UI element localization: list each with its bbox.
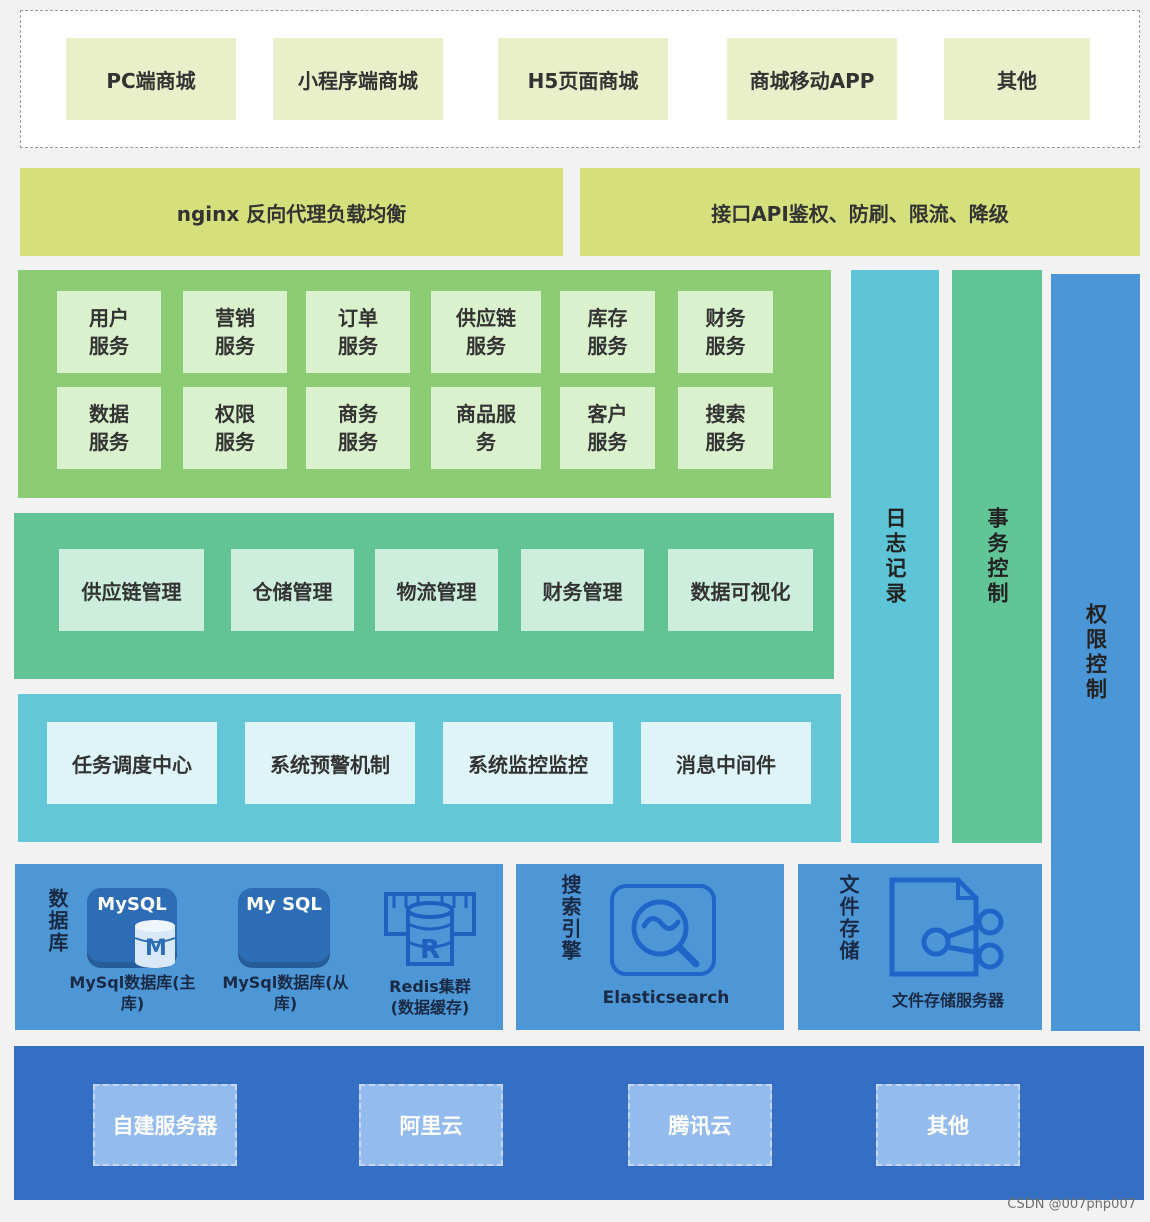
service-finance: 财务服务 bbox=[678, 291, 773, 373]
mysql-master-caption-line2: 库) bbox=[120, 994, 145, 1013]
service-label-line2: 服务 bbox=[338, 334, 378, 358]
log-record-label: 日志记录 bbox=[883, 506, 907, 607]
database-panel: 数据库 MySQL M MySql数据库(主 库) My SQL MySql数据… bbox=[15, 864, 503, 1030]
service-label-line2: 服务 bbox=[215, 430, 255, 454]
service-label-line2: 务 bbox=[476, 430, 496, 454]
api-gateway: 接口API鉴权、防刷、限流、降级 bbox=[580, 168, 1140, 256]
permission-control-label: 权限控制 bbox=[1083, 602, 1108, 703]
client-mobile-app: 商城移动APP bbox=[727, 38, 897, 120]
service-supply-chain: 供应链服务 bbox=[431, 291, 541, 373]
service-user: 用户服务 bbox=[57, 291, 161, 373]
mysql-master-caption: MySql数据库(主 库) bbox=[60, 972, 205, 1014]
infra-message-queue: 消息中间件 bbox=[641, 722, 811, 804]
mgmt-logistics: 物流管理 bbox=[375, 549, 498, 631]
mysql-master-badge: M bbox=[145, 936, 167, 961]
transaction-control-label: 事务控制 bbox=[985, 506, 1009, 607]
service-order: 订单服务 bbox=[306, 291, 410, 373]
mysql-slave-caption: MySql数据库(从 库) bbox=[213, 972, 358, 1014]
service-label-line1: 供应链 bbox=[456, 306, 516, 330]
service-label-line2: 服务 bbox=[215, 334, 255, 358]
service-label-line1: 商品服 bbox=[456, 402, 516, 426]
search-engine-label: 搜索引擎 bbox=[558, 874, 582, 962]
file-storage-panel: 文件存储 文件存储服务器 bbox=[798, 864, 1042, 1030]
service-label-line2: 服务 bbox=[705, 334, 746, 358]
service-label-line2: 服务 bbox=[587, 334, 628, 358]
hosting-other: 其他 bbox=[876, 1084, 1020, 1166]
hosting-aliyun: 阿里云 bbox=[359, 1084, 503, 1166]
search-engine-panel: 搜索引擎 Elasticsearch bbox=[516, 864, 784, 1030]
service-label-line1: 客户 bbox=[587, 402, 628, 426]
service-product: 商品服务 bbox=[431, 387, 541, 469]
service-customer: 客户服务 bbox=[560, 387, 655, 469]
client-pc-mall: PC端商城 bbox=[66, 38, 236, 120]
mgmt-supply-chain: 供应链管理 bbox=[59, 549, 204, 631]
file-storage-label: 文件存储 bbox=[836, 874, 860, 962]
service-label-line1: 数据 bbox=[89, 402, 129, 426]
service-permission: 权限服务 bbox=[183, 387, 287, 469]
database-cylinder-icon bbox=[134, 920, 176, 968]
redis-icon: R bbox=[384, 892, 476, 966]
mysql-master-logo: MySQL bbox=[97, 894, 167, 915]
service-label-line1: 财务 bbox=[705, 306, 746, 330]
service-label-line2: 服务 bbox=[587, 430, 628, 454]
service-label-line1: 订单 bbox=[338, 306, 378, 330]
log-record-bar: 日志记录 bbox=[851, 270, 939, 843]
elasticsearch-icon bbox=[610, 884, 716, 976]
service-inventory: 库存服务 bbox=[560, 291, 655, 373]
mysql-master-caption-line1: MySql数据库(主 bbox=[69, 973, 196, 992]
file-storage-caption: 文件存储服务器 bbox=[891, 991, 1004, 1010]
mysql-slave-icon: My SQL bbox=[238, 888, 330, 968]
hosting-self-built: 自建服务器 bbox=[93, 1084, 237, 1166]
watermark: CSDN @007php007 bbox=[1007, 1197, 1136, 1212]
mysql-master-icon: MySQL M bbox=[87, 888, 177, 968]
service-label-line1: 权限 bbox=[215, 402, 255, 426]
mgmt-data-visualization: 数据可视化 bbox=[668, 549, 813, 631]
service-label-line1: 商务 bbox=[338, 402, 378, 426]
client-miniprogram-mall: 小程序端商城 bbox=[273, 38, 443, 120]
service-search: 搜索服务 bbox=[678, 387, 773, 469]
infra-monitoring: 系统监控监控 bbox=[443, 722, 613, 804]
elasticsearch-caption: Elasticsearch bbox=[602, 988, 730, 1008]
transaction-control-bar: 事务控制 bbox=[952, 270, 1042, 843]
mysql-slave-logo: My SQL bbox=[246, 894, 322, 915]
mgmt-finance: 财务管理 bbox=[521, 549, 644, 631]
client-h5-mall: H5页面商城 bbox=[498, 38, 668, 120]
service-label-line1: 用户 bbox=[89, 306, 129, 330]
service-label-line2: 服务 bbox=[466, 334, 506, 358]
service-label-line1: 营销 bbox=[215, 306, 255, 330]
service-marketing: 营销服务 bbox=[183, 291, 287, 373]
file-share-icon bbox=[889, 877, 1004, 977]
redis-caption: Redis集群 (数据缓存) bbox=[365, 976, 495, 1018]
redis-caption-line1: Redis集群 bbox=[389, 977, 471, 996]
mysql-slave-caption-line2: 库) bbox=[273, 994, 298, 1013]
service-label-line2: 服务 bbox=[89, 334, 129, 358]
redis-badge: R bbox=[420, 935, 440, 965]
nginx-load-balancer: nginx 反向代理负载均衡 bbox=[20, 168, 563, 256]
service-label-line2: 服务 bbox=[89, 430, 129, 454]
infra-task-scheduler: 任务调度中心 bbox=[47, 722, 217, 804]
service-label-line1: 搜索 bbox=[705, 402, 746, 426]
mysql-slave-caption-line1: MySql数据库(从 bbox=[222, 973, 349, 992]
hosting-tencent-cloud: 腾讯云 bbox=[628, 1084, 772, 1166]
mgmt-warehouse: 仓储管理 bbox=[231, 549, 354, 631]
redis-caption-line2: (数据缓存) bbox=[390, 998, 470, 1017]
service-label-line2: 服务 bbox=[338, 430, 378, 454]
service-data: 数据服务 bbox=[57, 387, 161, 469]
service-business: 商务服务 bbox=[306, 387, 410, 469]
database-label: 数据库 bbox=[45, 888, 69, 954]
service-label-line1: 库存 bbox=[587, 306, 628, 330]
service-label-line2: 服务 bbox=[705, 430, 746, 454]
client-other: 其他 bbox=[944, 38, 1090, 120]
permission-control-bar: 权限控制 bbox=[1051, 274, 1140, 1031]
infra-alert: 系统预警机制 bbox=[245, 722, 415, 804]
